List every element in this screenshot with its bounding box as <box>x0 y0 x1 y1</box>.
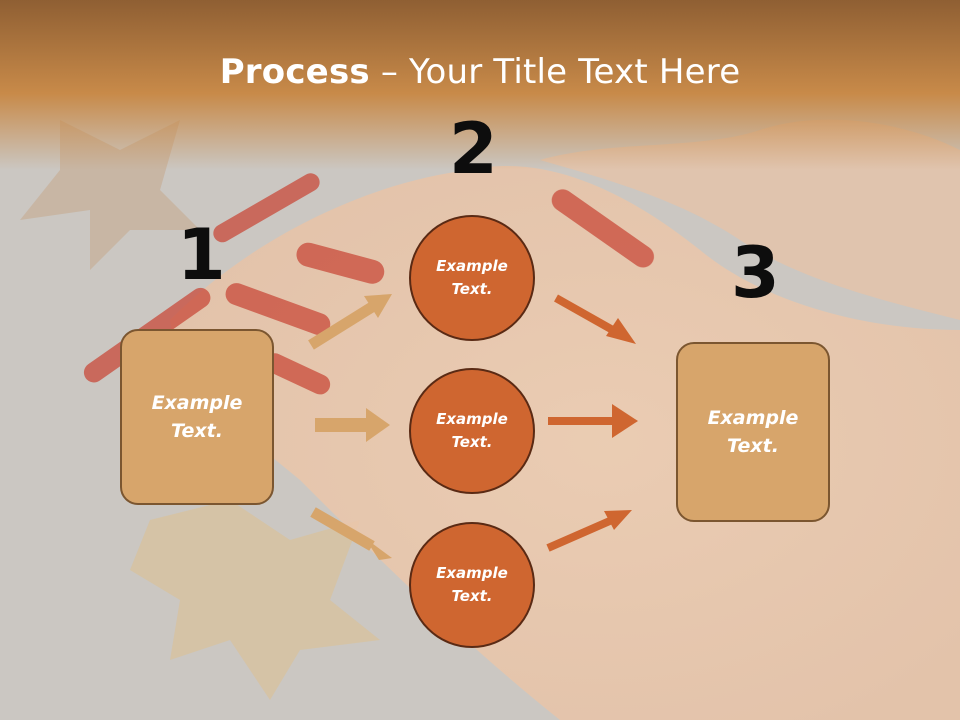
process-circle-middle: Example Text. <box>409 368 535 494</box>
process-circle-bottom: Example Text. <box>409 522 535 648</box>
box-label-line2: Text. <box>727 435 779 457</box>
circle-label-line2: Text. <box>451 587 493 605</box>
arrow-left-mid <box>315 408 390 442</box>
circle-label-line2: Text. <box>451 433 493 451</box>
circle-label-line1: Example <box>436 256 508 275</box>
circle-label-line1: Example <box>436 563 508 582</box>
title-rest: – Your Title Text Here <box>369 52 741 92</box>
box-label-line1: Example <box>151 391 243 414</box>
circle-label-line2: Text. <box>451 280 493 298</box>
process-circle-top: Example Text. <box>409 215 535 341</box>
box-label-line2: Text. <box>171 420 223 442</box>
circle-label-line1: Example <box>436 409 508 428</box>
arrow-right-bottom <box>546 510 632 552</box>
title-bold: Process <box>219 52 370 92</box>
arrow-left-bottom <box>310 507 392 560</box>
arrow-right-mid <box>548 404 638 438</box>
step-number-3: 3 <box>731 232 780 314</box>
process-box-left: Example Text. <box>120 329 274 505</box>
step-number-1: 1 <box>177 214 226 296</box>
leaf-shape <box>130 500 380 700</box>
process-box-right: Example Text. <box>676 342 830 522</box>
arrow-left-top <box>308 294 392 350</box>
nail-shapes <box>83 173 654 395</box>
slide-title: Process – Your Title Text Here <box>0 52 960 92</box>
box-label-line1: Example <box>707 406 799 429</box>
step-number-2: 2 <box>449 108 498 190</box>
arrow-right-top <box>554 294 636 344</box>
